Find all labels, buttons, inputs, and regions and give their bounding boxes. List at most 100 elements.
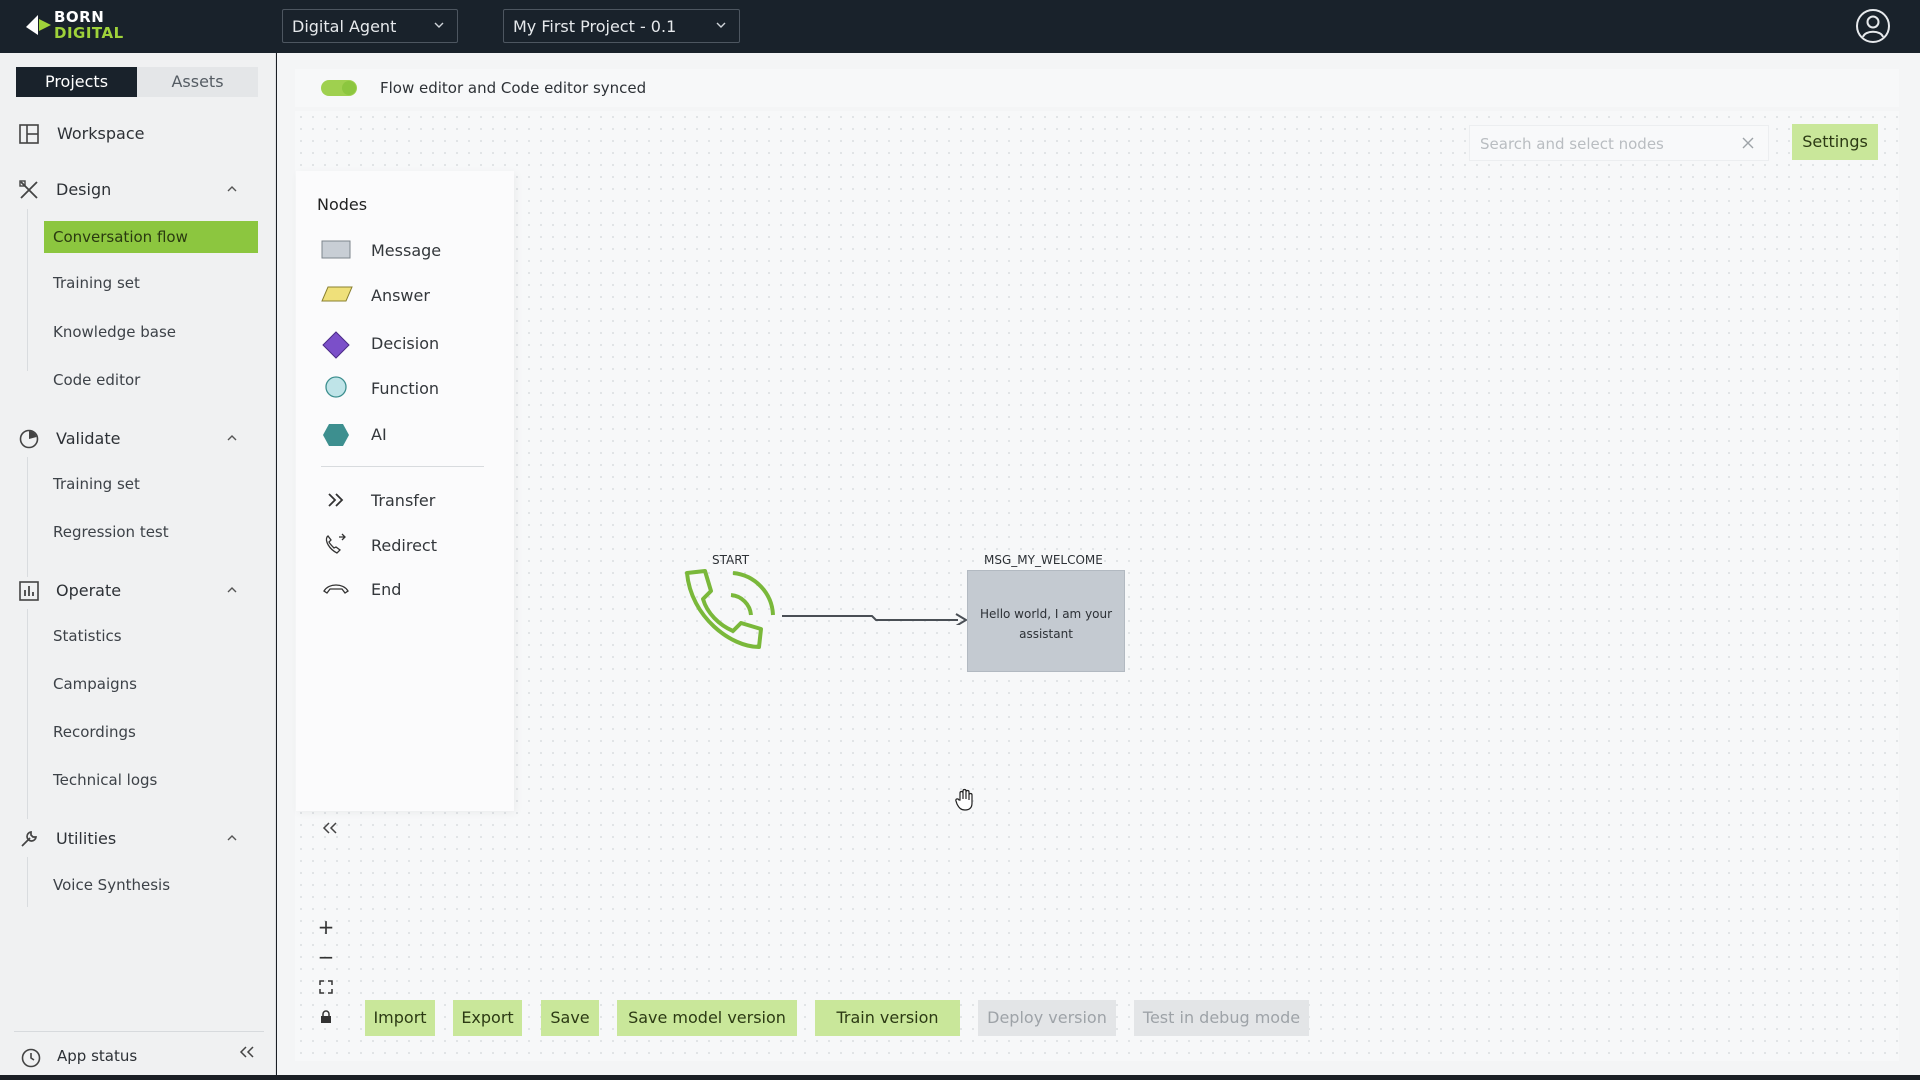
flow-connector-arrow[interactable] — [780, 605, 970, 625]
app-status-label: App status — [57, 1047, 138, 1065]
sidebar-item-validate-training-set[interactable]: Training set — [53, 475, 140, 493]
hang-up-icon — [323, 584, 349, 594]
node-type-label: Answer — [371, 286, 430, 305]
sidebar-item-knowledge-base[interactable]: Knowledge base — [53, 323, 176, 341]
logo-text-top: BORN — [54, 8, 105, 26]
node-type-label: Transfer — [371, 491, 436, 510]
agent-select[interactable]: Digital Agent — [282, 9, 458, 43]
node-type-function[interactable]: Function — [321, 374, 491, 402]
sidebar-section-design[interactable]: Design — [0, 172, 276, 206]
nodes-panel-title: Nodes — [317, 195, 368, 214]
import-button[interactable]: Import — [365, 1000, 435, 1036]
zoom-controls: + − — [314, 912, 338, 1032]
node-type-label: AI — [371, 425, 387, 444]
node-type-label: Function — [371, 379, 440, 398]
chevron-up-icon — [227, 435, 237, 441]
sidebar-section-label: Utilities — [56, 828, 117, 848]
fit-view-button[interactable] — [314, 972, 338, 1002]
sidebar-item-regression-test[interactable]: Regression test — [53, 523, 169, 541]
sidebar-section-validate[interactable]: Validate — [0, 421, 276, 455]
train-version-button[interactable]: Train version — [815, 1000, 960, 1036]
settings-button[interactable]: Settings — [1792, 124, 1878, 160]
message-node-text: Hello world, I am your assistant — [979, 607, 1113, 641]
node-type-transfer[interactable]: Transfer — [321, 486, 491, 514]
sidebar-section-label: Validate — [56, 428, 121, 448]
node-type-decision[interactable]: Decision — [321, 329, 491, 359]
answer-node-icon — [321, 286, 353, 302]
decision-node-icon — [322, 331, 350, 359]
clear-search-icon[interactable] — [1740, 135, 1756, 151]
deploy-version-button[interactable]: Deploy version — [978, 1000, 1116, 1036]
nodes-panel: Nodes Message Answer Decision Function A… — [296, 171, 514, 834]
start-phone-icon[interactable] — [681, 565, 781, 669]
chevron-up-icon — [227, 587, 237, 593]
function-node-icon — [325, 376, 347, 398]
sync-toggle[interactable] — [321, 80, 357, 96]
sidebar-section-operate[interactable]: Operate — [0, 573, 276, 607]
message-node[interactable]: Hello world, I am your assistant — [967, 570, 1125, 672]
chevron-up-icon — [227, 186, 237, 192]
sidebar-item-statistics[interactable]: Statistics — [53, 627, 122, 645]
sidebar-item-campaigns[interactable]: Campaigns — [53, 675, 138, 693]
sidebar-item-technical-logs[interactable]: Technical logs — [53, 771, 158, 789]
sync-status-text: Flow editor and Code editor synced — [380, 79, 647, 97]
node-type-label: End — [371, 580, 402, 599]
node-type-label: Decision — [371, 334, 440, 353]
main-area: Flow editor and Code editor synced — [277, 53, 1920, 1075]
sidebar-section-label: Operate — [56, 580, 122, 600]
sidebar-divider — [14, 1031, 264, 1032]
tab-projects[interactable]: Projects — [16, 67, 137, 97]
chevron-down-icon — [434, 22, 444, 28]
search-placeholder: Search and select nodes — [1480, 135, 1664, 153]
sidebar-item-recordings[interactable]: Recordings — [53, 723, 136, 741]
node-type-end[interactable]: End — [321, 575, 491, 603]
section-divider-line — [27, 609, 28, 819]
sidebar-item-conversation-flow[interactable]: Conversation flow — [44, 221, 258, 253]
redirect-phone-icon — [325, 533, 346, 554]
chevron-up-icon — [227, 835, 237, 841]
message-node-icon — [321, 240, 351, 259]
project-select[interactable]: My First Project - 0.1 — [503, 9, 740, 43]
node-type-answer[interactable]: Answer — [321, 281, 491, 309]
app-status[interactable]: App status — [20, 1045, 260, 1071]
sidebar-item-workspace[interactable]: Workspace — [0, 116, 276, 150]
user-account-icon[interactable] — [1855, 8, 1891, 44]
zoom-out-button[interactable]: − — [317, 945, 335, 969]
node-type-message[interactable]: Message — [321, 236, 491, 264]
transfer-icon — [328, 493, 344, 507]
start-node-label: START — [712, 553, 750, 567]
section-divider-line — [27, 209, 28, 371]
hand-cursor-icon — [955, 788, 973, 811]
sidebar-section-utilities[interactable]: Utilities — [0, 821, 276, 855]
sidebar-item-code-editor[interactable]: Code editor — [53, 371, 141, 389]
born-digital-logo[interactable]: BORN DIGITAL — [26, 9, 146, 43]
sidebar-item-label: Workspace — [57, 123, 145, 143]
sidebar-section-label: Design — [56, 179, 112, 199]
chevron-down-icon — [716, 22, 726, 28]
bar-chart-icon — [19, 581, 39, 601]
sidebar-item-voice-synthesis[interactable]: Voice Synthesis — [53, 876, 171, 894]
lock-canvas-button[interactable] — [314, 1002, 338, 1032]
zoom-in-button[interactable]: + — [317, 915, 335, 939]
section-divider-line — [27, 857, 28, 907]
workspace-icon — [19, 124, 39, 144]
message-node-id: MSG_MY_WELCOME — [984, 553, 1103, 567]
collapse-nodes-panel-icon[interactable] — [321, 821, 339, 835]
node-type-ai[interactable]: AI — [321, 420, 491, 448]
tab-assets[interactable]: Assets — [137, 67, 258, 97]
lock-icon — [321, 1010, 331, 1023]
save-button[interactable]: Save — [541, 1000, 599, 1036]
project-select-value: My First Project - 0.1 — [513, 17, 677, 36]
fit-view-icon — [319, 980, 333, 994]
export-button[interactable]: Export — [453, 1000, 522, 1036]
node-search-input[interactable]: Search and select nodes — [1469, 125, 1769, 161]
test-debug-mode-button[interactable]: Test in debug mode — [1134, 1000, 1309, 1036]
save-model-version-button[interactable]: Save model version — [617, 1000, 797, 1036]
collapse-sidebar-icon[interactable] — [238, 1045, 256, 1059]
clock-status-icon — [21, 1048, 41, 1068]
node-type-redirect[interactable]: Redirect — [321, 531, 491, 559]
sidebar-item-training-set[interactable]: Training set — [53, 274, 140, 292]
validate-icon — [19, 429, 39, 449]
node-type-label: Redirect — [371, 536, 437, 555]
ai-node-icon — [323, 424, 349, 446]
